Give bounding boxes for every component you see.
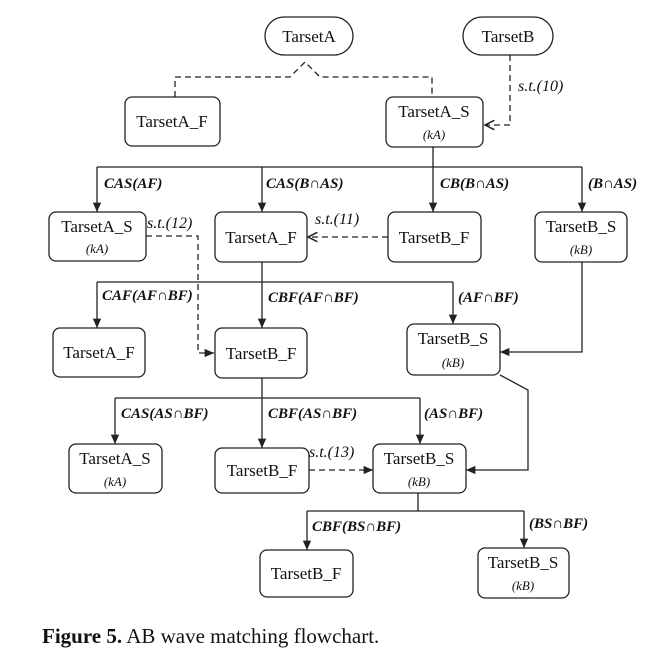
node-tarsetB_S-3: TarsetB_S (kB) bbox=[372, 443, 467, 494]
label-as-bf: (AS∩BF) bbox=[424, 406, 483, 422]
edge-st12 bbox=[146, 235, 214, 358]
label-b-as: (B∩AS) bbox=[588, 176, 637, 192]
svg-text:TarsetB: TarsetB bbox=[482, 27, 535, 46]
node-tarsetB_F-3: TarsetB_F bbox=[214, 447, 310, 494]
figure-caption-text: AB wave matching flowchart. bbox=[126, 624, 380, 648]
node-tarsetA_S-2: TarsetA_S (kA) bbox=[48, 211, 147, 262]
node-tarsetA_F-2: TarsetA_F bbox=[214, 211, 308, 263]
label-bs-bf: (BS∩BF) bbox=[529, 516, 588, 532]
svg-text:TarsetA_F: TarsetA_F bbox=[136, 112, 208, 131]
figure-number: Figure 5. bbox=[42, 624, 123, 648]
svg-text:TarsetB_S: TarsetB_S bbox=[418, 329, 489, 348]
node-tarsetA_S-3: TarsetA_S (kA) bbox=[68, 443, 163, 494]
svg-text:(kB): (kB) bbox=[442, 355, 464, 370]
edge-tarsetB_S_2-to-3 bbox=[466, 374, 529, 475]
svg-text:TarsetA_S: TarsetA_S bbox=[398, 102, 470, 121]
node-tarsetB_S-1: TarsetB_S (kB) bbox=[534, 211, 628, 263]
svg-text:TarsetB_F: TarsetB_F bbox=[399, 228, 470, 247]
node-tarsetB_F-1: TarsetB_F bbox=[387, 211, 482, 263]
svg-text:TarsetA: TarsetA bbox=[282, 27, 336, 46]
label-c-b-b-as: CB(B∩AS) bbox=[440, 176, 509, 192]
svg-text:(kA): (kA) bbox=[104, 474, 126, 489]
label-c-as-af: CAS(AF) bbox=[104, 176, 162, 192]
svg-text:TarsetA_S: TarsetA_S bbox=[61, 217, 133, 236]
label-c-as-b-as: CAS(B∩AS) bbox=[266, 176, 343, 192]
label-st11: s.t.(11) bbox=[315, 211, 359, 228]
svg-text:TarsetB_F: TarsetB_F bbox=[226, 344, 297, 363]
svg-text:TarsetA_F: TarsetA_F bbox=[63, 343, 135, 362]
node-tarsetB_S-4: TarsetB_S (kB) bbox=[477, 547, 570, 599]
svg-text:TarsetB_S: TarsetB_S bbox=[384, 449, 455, 468]
edge-st10 bbox=[485, 55, 511, 125]
svg-text:(kB): (kB) bbox=[570, 242, 592, 257]
svg-text:(kB): (kB) bbox=[512, 578, 534, 593]
label-af-bf: (AF∩BF) bbox=[458, 290, 519, 306]
label-st12: s.t.(12) bbox=[147, 215, 192, 232]
label-c-bf-af-bf: CBF(AF∩BF) bbox=[268, 290, 359, 306]
svg-text:TarsetA_F: TarsetA_F bbox=[225, 228, 297, 247]
edge-level3-bus bbox=[97, 262, 453, 283]
edge-tarsetB_S_1-to-2 bbox=[500, 262, 583, 357]
node-tarsetB_F-2: TarsetB_F bbox=[214, 327, 308, 379]
label-c-af-af-bf: CAF(AF∩BF) bbox=[102, 288, 193, 304]
svg-text:TarsetB_F: TarsetB_F bbox=[271, 564, 342, 583]
node-tarsetA_F-1: TarsetA_F bbox=[124, 96, 221, 147]
label-c-bf-as-bf: CBF(AS∩BF) bbox=[268, 406, 357, 422]
node-tarsetA_S-1: TarsetA_S (kA) bbox=[385, 96, 484, 148]
label-c-bf-bs-bf: CBF(BS∩BF) bbox=[312, 519, 401, 535]
svg-text:TarsetB_F: TarsetB_F bbox=[227, 461, 298, 480]
label-st10: s.t.(10) bbox=[518, 78, 563, 95]
figure-caption: Figure 5. AB wave matching flowchart. bbox=[42, 624, 379, 649]
node-tarsetA_F-3: TarsetA_F bbox=[52, 327, 146, 378]
edge-tarsetA-split bbox=[174, 61, 433, 97]
svg-text:TarsetA_S: TarsetA_S bbox=[79, 449, 151, 468]
label-st13: s.t.(13) bbox=[309, 444, 354, 461]
node-tarsetA-root: TarsetA bbox=[264, 16, 354, 56]
svg-text:(kA): (kA) bbox=[86, 241, 108, 256]
edge-level2-bus bbox=[97, 147, 582, 168]
edge-level5-bus bbox=[307, 493, 524, 512]
node-tarsetB-root: TarsetB bbox=[462, 16, 554, 56]
svg-text:(kA): (kA) bbox=[423, 127, 445, 142]
svg-text:TarsetB_S: TarsetB_S bbox=[546, 217, 617, 236]
node-tarsetB_S-2: TarsetB_S (kB) bbox=[406, 323, 501, 376]
svg-text:(kB): (kB) bbox=[408, 474, 430, 489]
edge-level4-bus bbox=[115, 378, 420, 399]
svg-text:TarsetB_S: TarsetB_S bbox=[488, 553, 559, 572]
node-tarsetB_F-4: TarsetB_F bbox=[259, 549, 354, 598]
label-c-as-as-bf: CAS(AS∩BF) bbox=[121, 406, 208, 422]
